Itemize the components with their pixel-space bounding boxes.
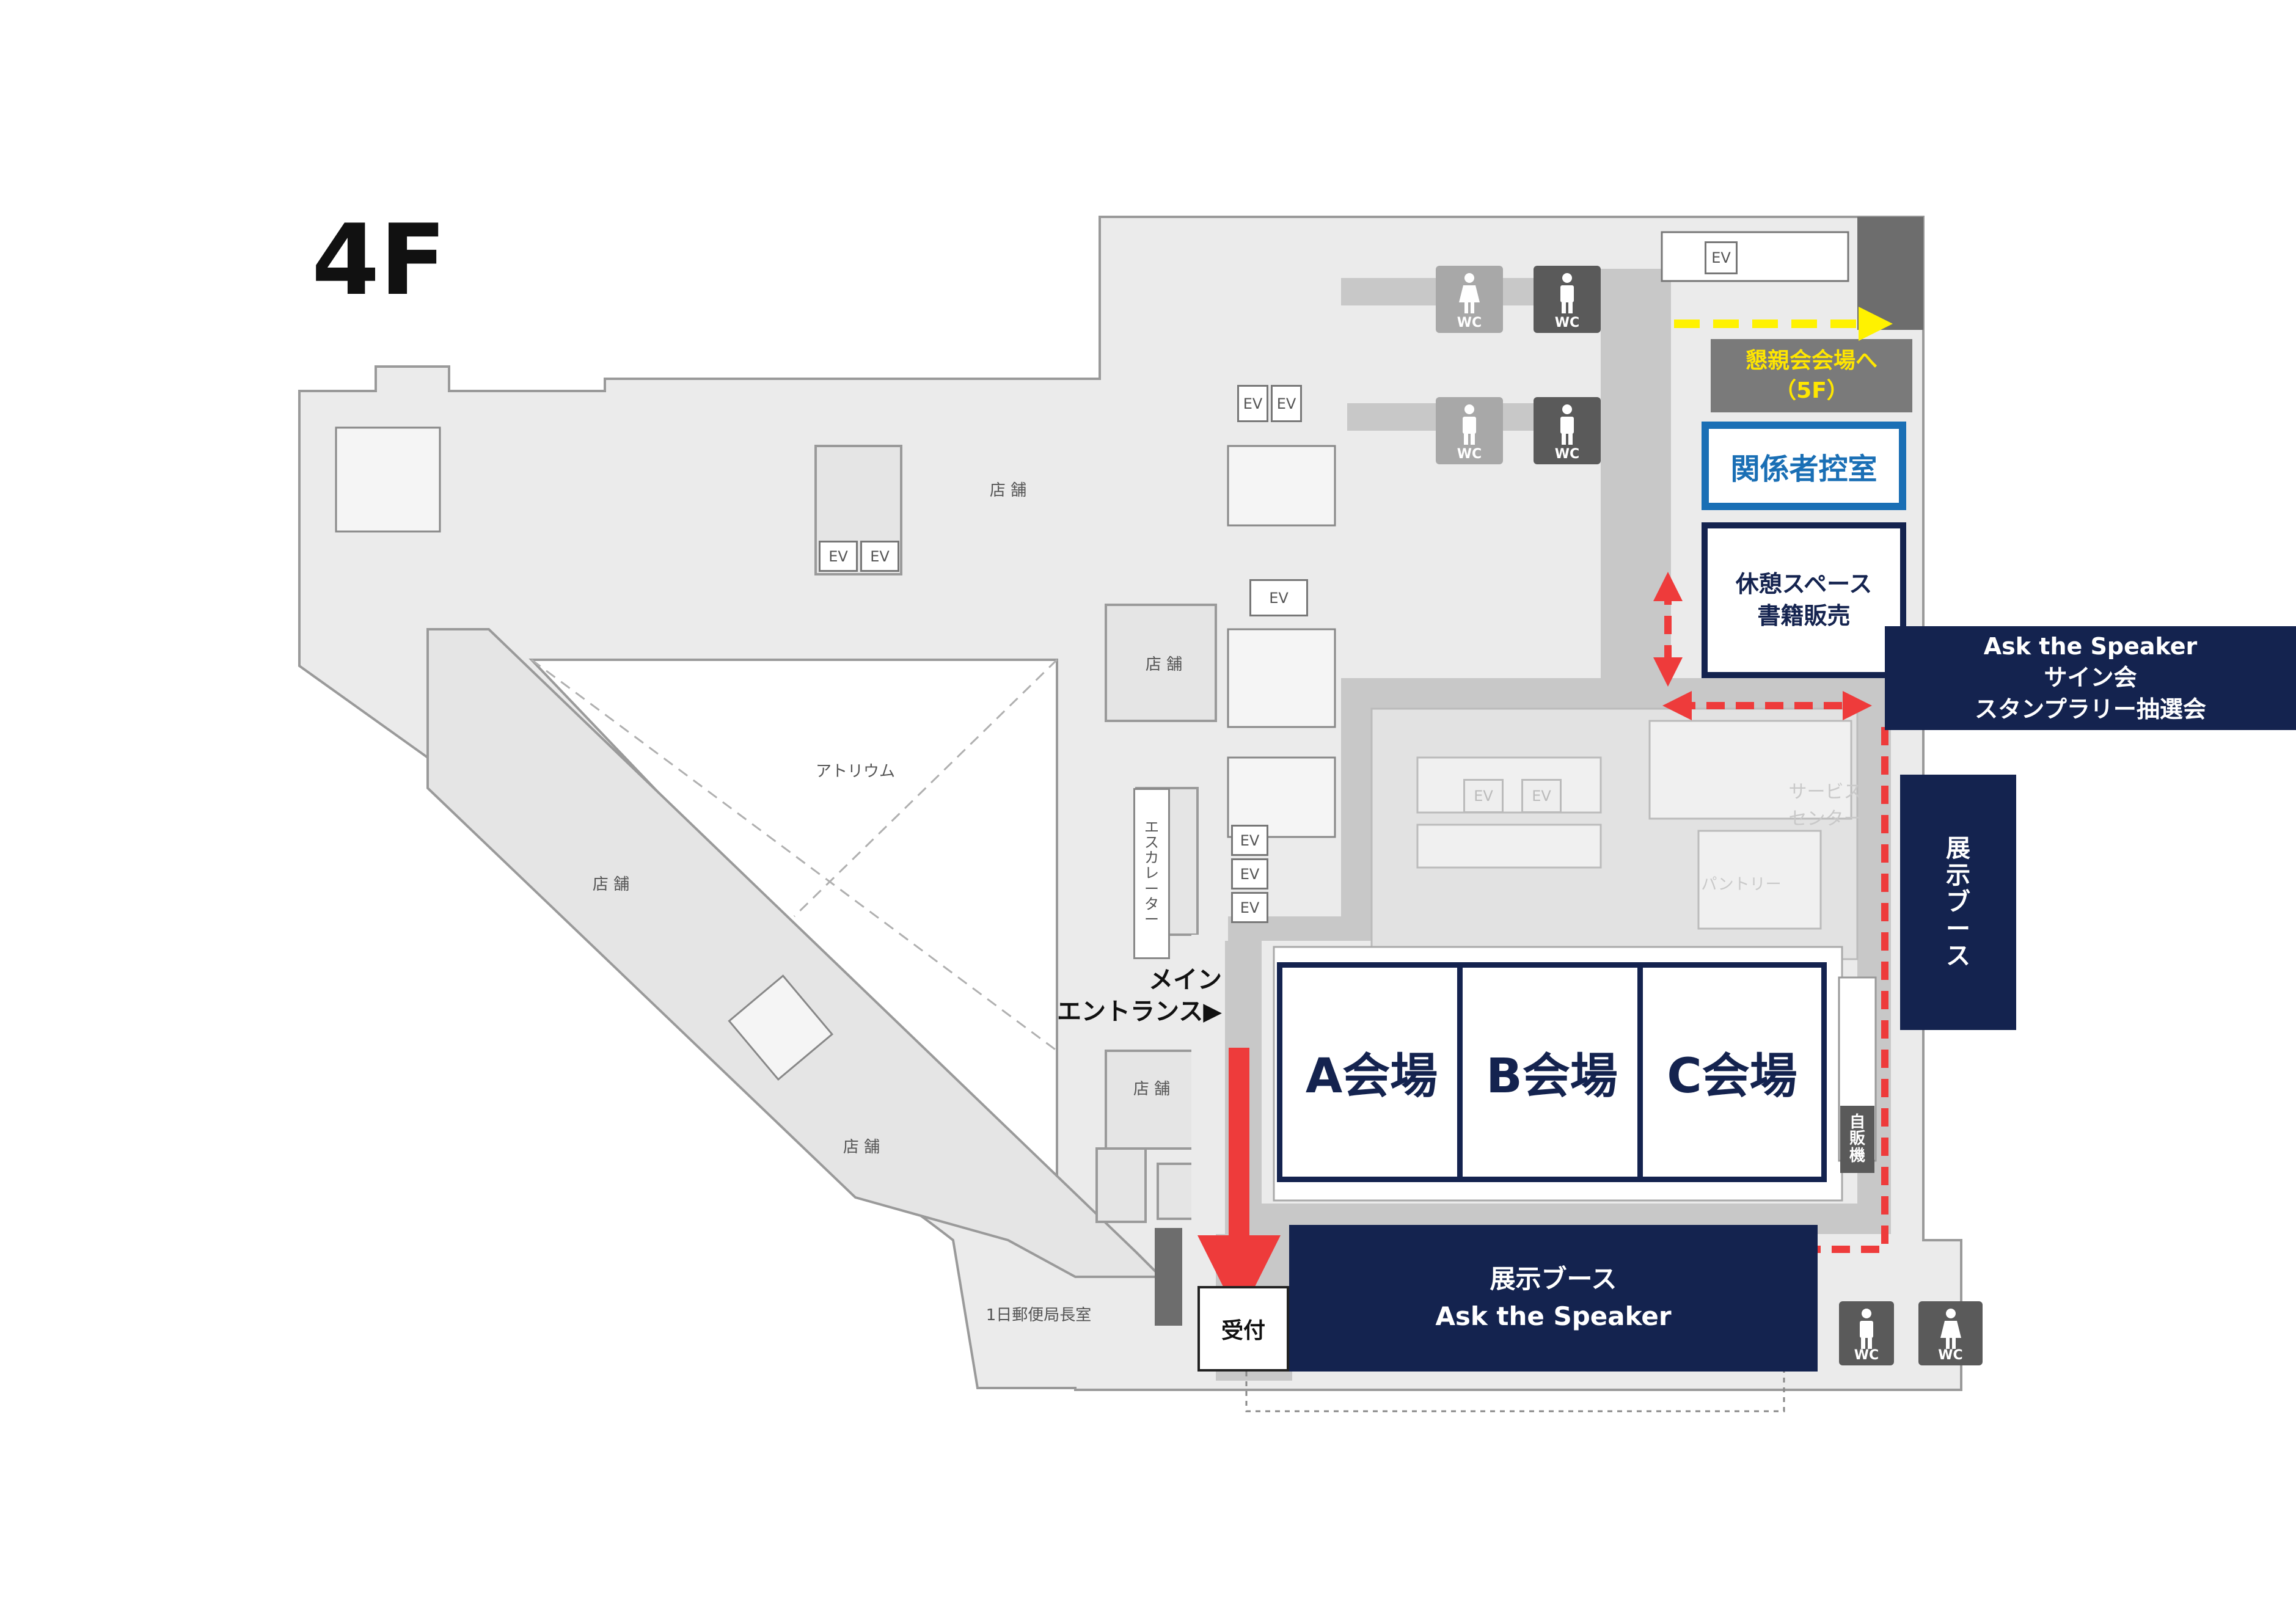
venue-a[interactable]: A会場 bbox=[1277, 962, 1466, 1182]
party-venue-panel bbox=[1711, 339, 1912, 412]
male-restroom-icon: WC bbox=[1534, 397, 1601, 464]
store-mid-label: 店 舗 bbox=[1145, 655, 1183, 674]
male-restroom-icon: WC bbox=[1839, 1301, 1894, 1365]
vending-machine: 自 販 機 bbox=[1840, 1106, 1874, 1173]
male-restroom-icon: WC bbox=[1436, 397, 1503, 464]
elevator-icon: EV bbox=[1521, 779, 1562, 813]
escalator-label: エ ス カ レ ー タ ー bbox=[1133, 788, 1170, 959]
elevator-icon: EV bbox=[819, 541, 858, 572]
male-restroom-icon: WC bbox=[1534, 266, 1601, 333]
elevator-icon: EV bbox=[1231, 825, 1268, 856]
store-left-label: 店 舗 bbox=[592, 875, 630, 894]
venue-c[interactable]: C会場 bbox=[1637, 962, 1827, 1182]
exhibit-booth-bottom[interactable]: 展示ブース Ask the Speaker bbox=[1289, 1225, 1818, 1372]
elevator-icon: EV bbox=[860, 541, 899, 572]
female-restroom-icon: WC bbox=[1918, 1301, 1983, 1365]
service-core bbox=[1370, 707, 1859, 960]
rest-space[interactable]: 休憩スペース 書籍販売 bbox=[1702, 522, 1906, 678]
elevator-icon: EV bbox=[1231, 892, 1268, 923]
elevator-icon: EV bbox=[1271, 385, 1302, 422]
female-restroom-icon: WC bbox=[1436, 266, 1503, 333]
elevator-icon: EV bbox=[1705, 241, 1738, 274]
reception-desk[interactable]: 受付 bbox=[1197, 1286, 1289, 1372]
store-bottom-label: 店 舗 bbox=[843, 1138, 880, 1156]
dashed-outline bbox=[1245, 1372, 1785, 1412]
elevator-icon: EV bbox=[1231, 858, 1268, 889]
atrium-label: アトリウム bbox=[815, 762, 895, 781]
elevator-icon: EV bbox=[1463, 779, 1504, 813]
store-lower-label: 店 舗 bbox=[1133, 1079, 1171, 1098]
main-entrance-label: メイン エントランス▶ bbox=[1057, 966, 1222, 1026]
ask-speaker-sign-box[interactable]: Ask the Speaker サイン会 スタンプラリー抽選会 bbox=[1885, 626, 2296, 730]
staff-room[interactable]: 関係者控室 bbox=[1702, 422, 1906, 510]
venue-b[interactable]: B会場 bbox=[1457, 962, 1647, 1182]
exhibit-booth-side[interactable]: 展 示 ブ ー ス bbox=[1900, 775, 2016, 1030]
store-top-label: 店 舗 bbox=[989, 481, 1027, 500]
post-office-label: 1日郵便局長室 bbox=[985, 1306, 1092, 1324]
elevator-icon: EV bbox=[1249, 579, 1308, 616]
elevator-icon: EV bbox=[1237, 385, 1268, 422]
party-venue-label: 懇親会会場へ （5F） bbox=[1745, 348, 1877, 403]
floor-label: 4F bbox=[312, 202, 447, 317]
service-center-label: サービス センター bbox=[1788, 781, 1862, 830]
pantry-label: パントリー bbox=[1701, 875, 1782, 894]
stairs bbox=[335, 426, 1336, 1081]
